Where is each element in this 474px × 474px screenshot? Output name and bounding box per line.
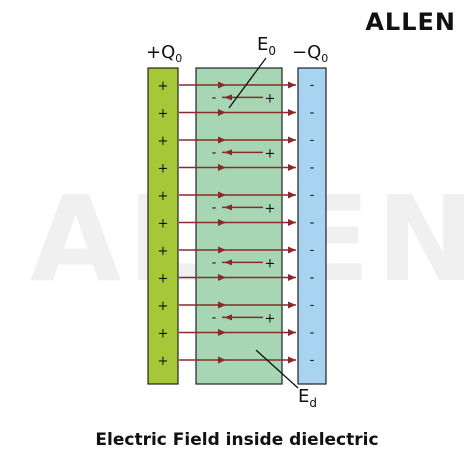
positive-charge: + xyxy=(158,162,169,177)
dipole-positive-charge: + xyxy=(265,91,276,106)
field-arrowhead xyxy=(218,81,226,89)
field-arrowhead xyxy=(288,356,296,364)
negative-charge: - xyxy=(310,298,315,313)
negative-charge: - xyxy=(310,161,315,176)
negative-charges-group: - - - - - - - - - - - xyxy=(310,78,315,368)
induced-field-arrowhead xyxy=(224,259,232,266)
positive-charge: + xyxy=(158,79,169,94)
field-arrowhead xyxy=(218,274,226,281)
dipole: -+ xyxy=(212,310,276,326)
field-arrowhead xyxy=(218,136,226,144)
field-arrowhead xyxy=(288,329,296,336)
field-arrowhead xyxy=(218,109,226,116)
applied-field-leader xyxy=(228,57,267,109)
field-arrowhead xyxy=(288,246,296,254)
field-arrowhead xyxy=(218,246,226,254)
positive-charge: + xyxy=(158,244,169,259)
negative-charge: - xyxy=(310,326,315,341)
induced-field-arrowhead xyxy=(224,94,232,101)
dipole-positive-charge: + xyxy=(265,146,276,161)
positive-charge: + xyxy=(158,217,169,232)
induced-field-arrowhead xyxy=(224,314,232,321)
induced-field-arrowhead xyxy=(224,149,232,156)
field-arrowhead xyxy=(288,301,296,309)
positive-charge: + xyxy=(158,107,169,122)
dipole: -+ xyxy=(212,255,276,271)
positive-charge: + xyxy=(158,272,169,287)
negative-charge: - xyxy=(310,188,315,203)
applied-field-label: E0 xyxy=(257,34,276,58)
field-arrowhead xyxy=(288,136,296,144)
field-lines-group xyxy=(179,81,296,364)
dipole-negative-charge: - xyxy=(212,145,217,160)
positive-charges-group: + + + + + + + + + + + xyxy=(158,79,169,369)
dipole: -+ xyxy=(212,90,276,106)
positive-charge: + xyxy=(158,354,169,369)
positive-charge: + xyxy=(158,189,169,204)
dipole-negative-charge: - xyxy=(212,255,217,270)
positive-charge: + xyxy=(158,299,169,314)
induced-field-leader xyxy=(255,349,299,389)
caption: Electric Field inside dielectric xyxy=(95,430,379,450)
negative-charge: - xyxy=(310,133,315,148)
field-arrowhead xyxy=(218,164,226,171)
dipoles-group: -+-+-+-+-+ xyxy=(212,90,276,326)
negative-plate xyxy=(297,67,327,385)
field-arrowhead xyxy=(288,274,296,281)
dielectric-slab xyxy=(195,67,283,385)
field-arrowhead xyxy=(288,109,296,116)
dipole-negative-charge: - xyxy=(212,200,217,215)
dipole-positive-charge: + xyxy=(265,201,276,216)
dipole-positive-charge: + xyxy=(265,256,276,271)
positive-charge: + xyxy=(158,134,169,149)
field-arrowhead xyxy=(288,164,296,171)
positive-charge: + xyxy=(158,327,169,342)
induced-field-label: Ed xyxy=(298,386,317,410)
negative-plate-label: −Q0 xyxy=(292,42,328,65)
field-arrowhead xyxy=(218,191,226,199)
negative-charge: - xyxy=(310,243,315,258)
dipole-positive-charge: + xyxy=(265,311,276,326)
field-arrowhead xyxy=(218,219,226,226)
negative-charge: - xyxy=(310,216,315,231)
field-arrowhead xyxy=(288,81,296,89)
dipole-negative-charge: - xyxy=(212,90,217,105)
dipole-negative-charge: - xyxy=(212,310,217,325)
allen-logo: ALLEN xyxy=(365,8,456,36)
field-arrowhead xyxy=(288,219,296,226)
positive-plate-label: +Q0 xyxy=(146,42,182,65)
negative-charge: - xyxy=(310,353,315,368)
positive-plate xyxy=(147,67,179,385)
field-arrowhead xyxy=(288,191,296,199)
field-arrowhead xyxy=(218,356,226,364)
negative-charge: - xyxy=(310,106,315,121)
field-arrowhead xyxy=(218,301,226,309)
dipole: -+ xyxy=(212,200,276,216)
dipole: -+ xyxy=(212,145,276,161)
field-arrowhead xyxy=(218,329,226,336)
negative-charge: - xyxy=(310,271,315,286)
negative-charge: - xyxy=(310,78,315,93)
induced-field-arrowhead xyxy=(224,204,232,211)
